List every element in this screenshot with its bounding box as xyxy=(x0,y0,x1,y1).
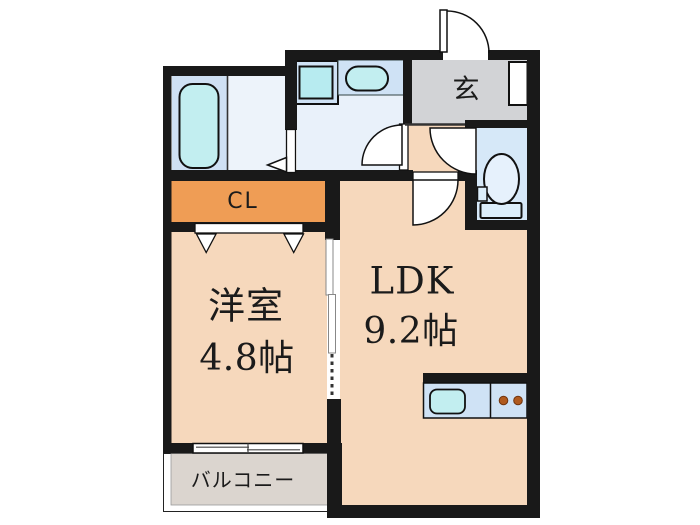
closet-door-arrow-right xyxy=(282,233,305,254)
western-room-floor xyxy=(171,228,327,445)
sliding-partition-panel-2 xyxy=(328,294,336,354)
western-room-size: 4.8帖 xyxy=(199,338,295,379)
wall-bath-top xyxy=(163,66,297,76)
doors-windows xyxy=(192,9,490,454)
wall-hall-door-right xyxy=(458,170,477,181)
wall-top-left xyxy=(285,50,443,60)
entrance-floor xyxy=(405,60,527,124)
closet-label: CL xyxy=(227,189,259,214)
toilet-flush-unit xyxy=(476,186,488,202)
entrance-door-swing-arc xyxy=(446,10,490,54)
wall-toilet-bottom xyxy=(465,220,537,230)
wall-bath-washroom xyxy=(285,50,297,130)
kitchen-back-wall xyxy=(423,373,528,383)
wall-toilet-left xyxy=(465,172,477,230)
wall-balcony-right xyxy=(327,443,342,518)
wash-basin-fixture xyxy=(345,65,389,92)
wall-entrance-toilet xyxy=(465,120,537,128)
ldk-label: LDK xyxy=(369,259,455,303)
closet-door-track xyxy=(194,222,304,234)
toilet-door-swing xyxy=(429,127,477,175)
wall-hall-door-left xyxy=(407,170,413,181)
wall-divider-bottom xyxy=(327,399,341,453)
entrance-label: 玄 xyxy=(452,74,480,106)
wall-ldk-bottom xyxy=(327,505,540,518)
wall-washroom-entrance xyxy=(403,50,412,124)
closet-door-arrow-left xyxy=(195,233,218,254)
balcony-label: バルコニー xyxy=(190,468,296,492)
fixtures xyxy=(178,59,529,419)
washing-machine-pan-inner xyxy=(298,65,334,100)
closet-floor xyxy=(171,181,325,224)
bath-folding-door-arrow xyxy=(265,156,288,174)
balcony-window-sashes xyxy=(196,443,300,453)
washroom-door-swing xyxy=(361,124,403,166)
wall-right-outer xyxy=(527,50,540,518)
bathtub-fixture xyxy=(178,83,220,169)
walls xyxy=(163,50,540,518)
balcony-floor xyxy=(170,453,330,506)
ldk-door-swing xyxy=(412,179,459,226)
wall-top-right xyxy=(488,50,537,60)
western-room-label: 洋室 xyxy=(208,284,284,328)
toilet-bowl-fixture xyxy=(483,153,520,205)
wall-left-outer xyxy=(163,66,172,454)
stove-burner-right xyxy=(513,395,523,406)
shoe-cabinet xyxy=(508,61,529,106)
sliding-partition-panel-1 xyxy=(325,238,334,296)
entrance-door-leaf xyxy=(439,9,448,53)
toilet-tank xyxy=(479,202,523,219)
bath-folding-door-leaf xyxy=(285,128,297,174)
stove-burner-left xyxy=(498,395,509,406)
kitchen-sink-fixture xyxy=(429,388,466,415)
changing-room-floor xyxy=(227,76,287,172)
wall-sanitary-bottom xyxy=(163,170,407,181)
ldk-size: 9.2帖 xyxy=(363,311,459,352)
